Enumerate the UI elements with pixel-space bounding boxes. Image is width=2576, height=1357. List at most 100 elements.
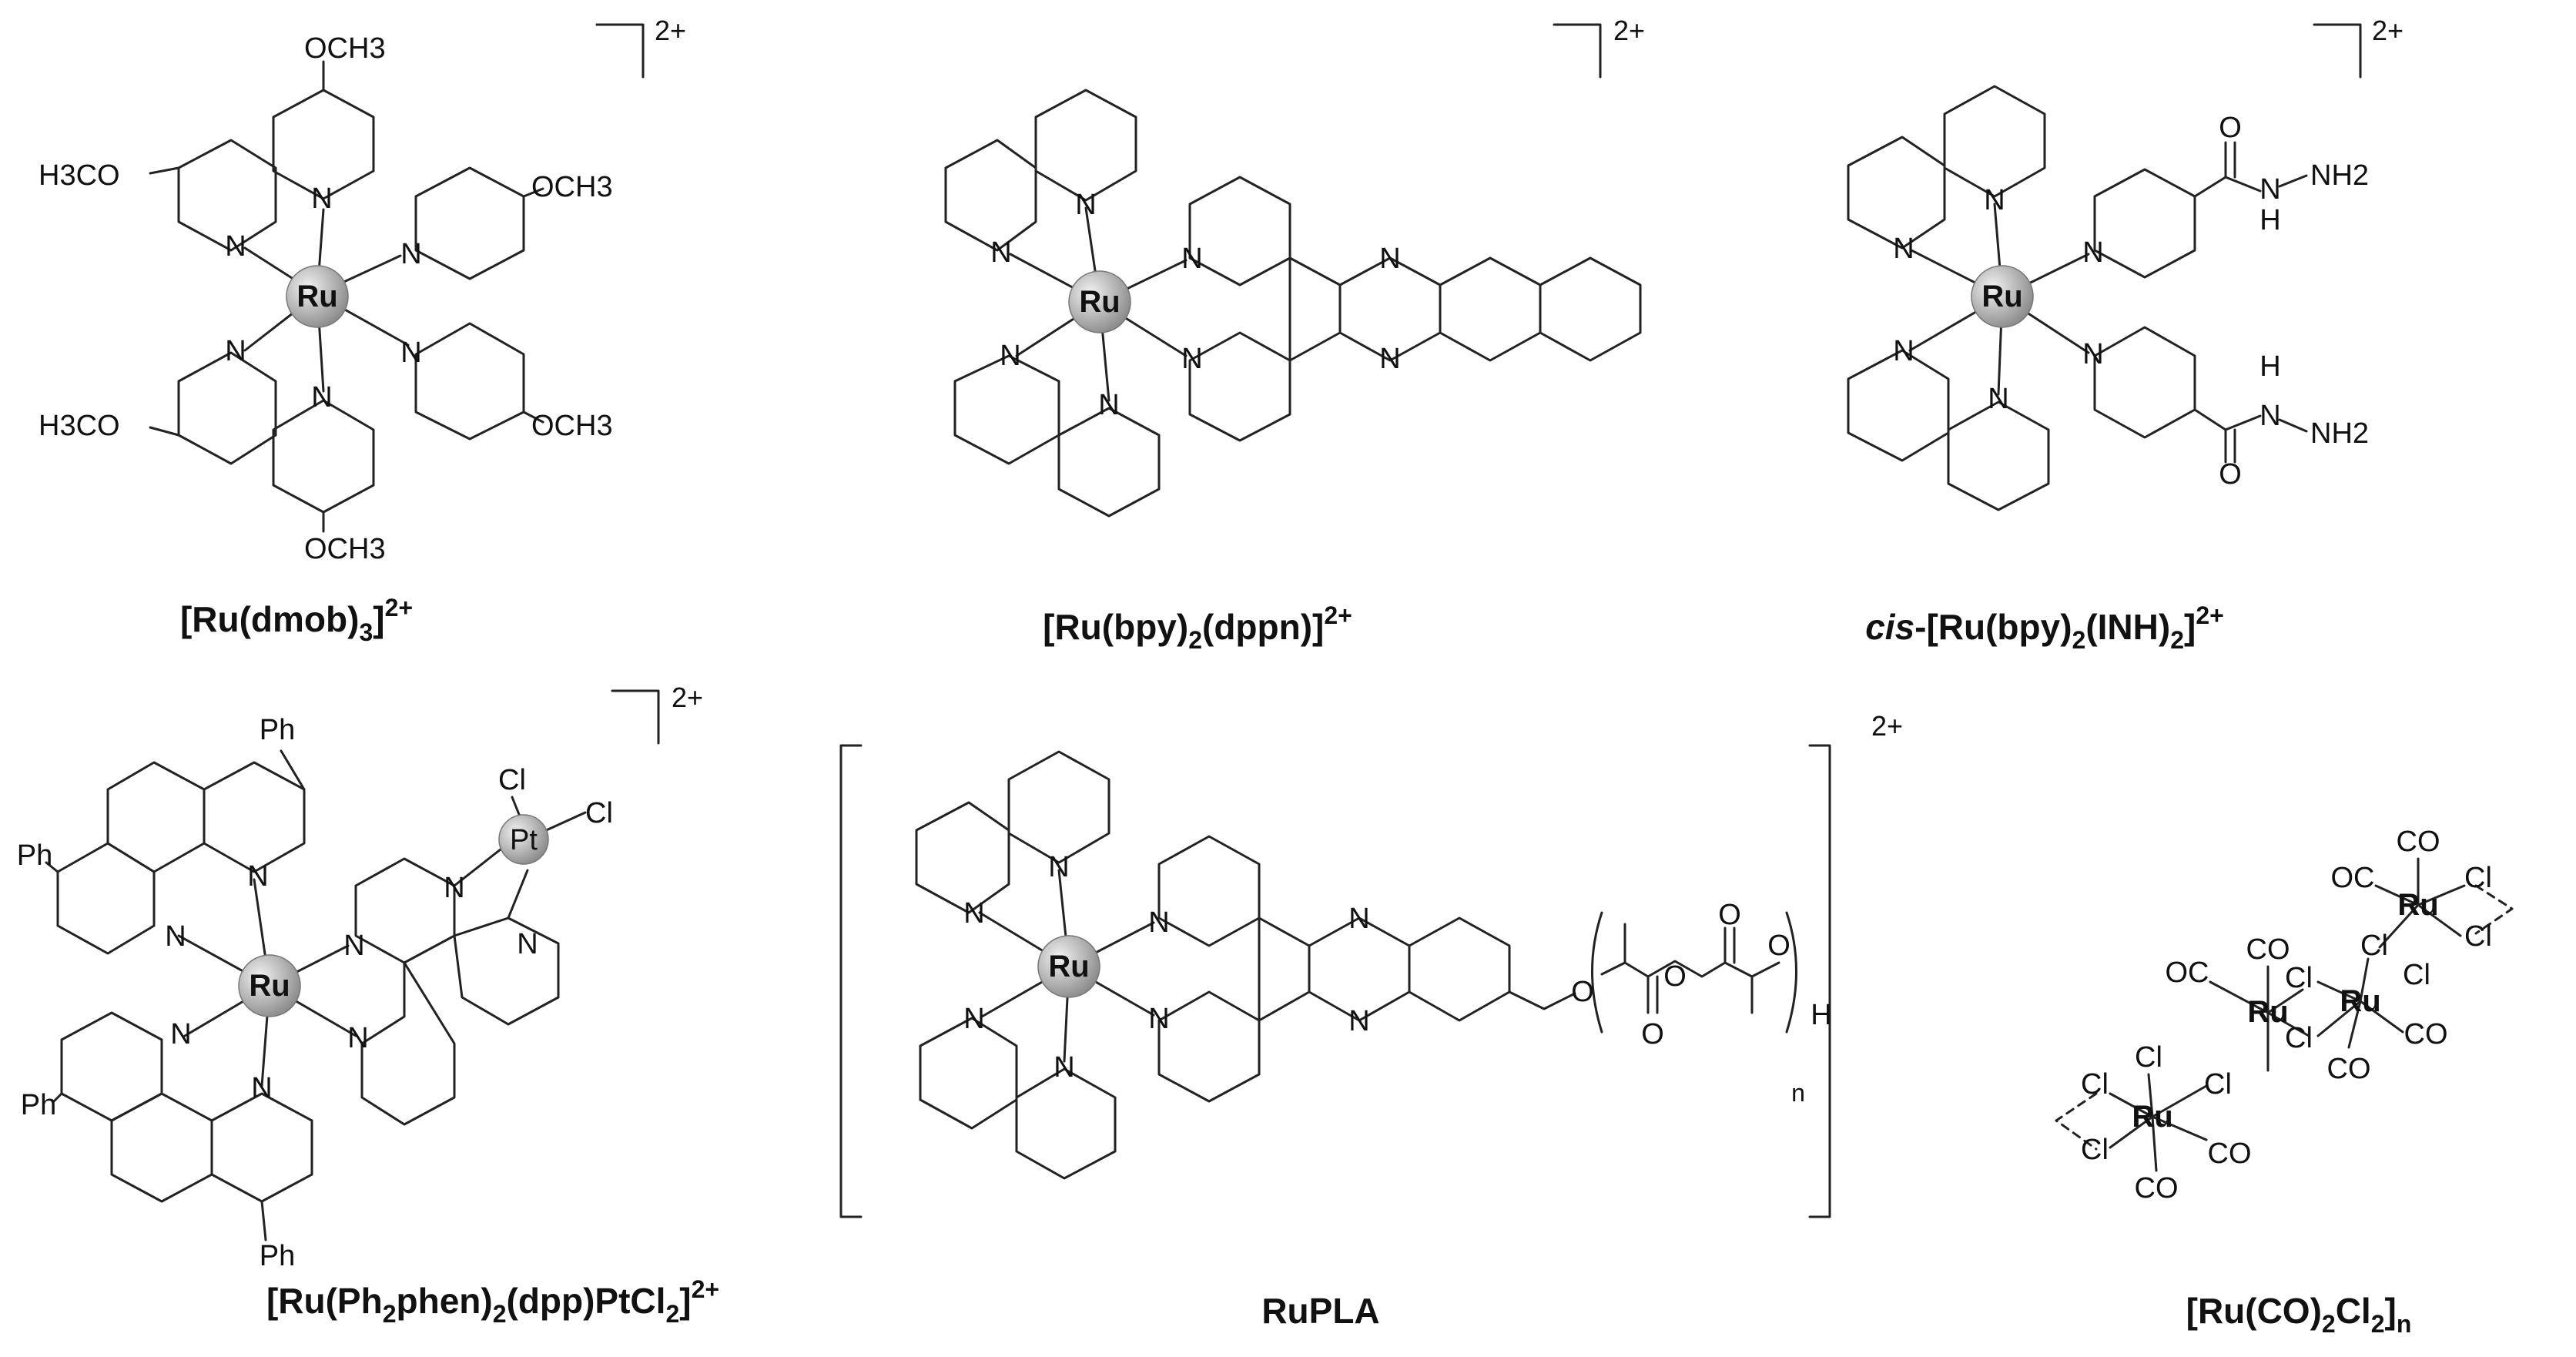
metal-label-ru: Ru: [2132, 1100, 2172, 1134]
name-superscript: 2+: [385, 594, 413, 622]
carbonyl-label: CO: [2208, 1138, 2252, 1170]
chloride-label: Cl: [585, 797, 613, 829]
name-subscript: 2: [1188, 626, 1202, 654]
atom-o: O: [1767, 930, 1790, 962]
atom-n: N: [1348, 903, 1369, 935]
atom-o: O: [2219, 458, 2242, 491]
phenyl-label: Ph: [260, 714, 295, 746]
name-part: ]: [373, 599, 384, 639]
chloride-label: Cl: [2285, 1022, 2313, 1054]
name-part: Cl: [2336, 1291, 2371, 1331]
name-subscript: 2: [493, 1300, 507, 1328]
atom-n: N: [2082, 338, 2103, 370]
atom-n: N: [2082, 236, 2103, 269]
atom-n: N: [1054, 1051, 1074, 1084]
atom-o: O: [1663, 960, 1687, 993]
carbonyl-label: OC: [2331, 862, 2375, 894]
atom-o: O: [1571, 976, 1594, 1008]
atom-n: N: [1893, 335, 1914, 367]
atom-n: N: [1181, 343, 1202, 375]
chloride-label: Cl: [2204, 1068, 2232, 1101]
structure-ru-dmob3: [149, 60, 544, 533]
atom-n: N: [170, 1018, 191, 1050]
chloride-label: Cl: [2285, 962, 2313, 994]
carbonyl-label: CO: [2135, 1172, 2179, 1205]
atom-n: N: [225, 230, 246, 263]
name-subscript: 2: [2170, 626, 2184, 654]
name-part: [Ru(CO): [2186, 1291, 2322, 1331]
chloride-label: Cl: [2081, 1068, 2109, 1101]
atom-n: N: [251, 1072, 272, 1104]
name-part: phen): [397, 1281, 493, 1321]
compound-name-ru-bpy2-dppn: [Ru(bpy)2(dppn)]2+: [1043, 601, 1352, 654]
atom-n: N: [1348, 1005, 1369, 1037]
phenyl-label: Ph: [21, 1089, 56, 1121]
atom-h: H: [2259, 350, 2280, 383]
phenyl-label: Ph: [260, 1240, 295, 1272]
name-subscript: 2: [2371, 1310, 2385, 1338]
hydrazide-nh2-label: NH2: [2310, 159, 2369, 192]
atom-n: N: [1893, 233, 1914, 265]
chloride-label: Cl: [2464, 920, 2492, 953]
chloride-label: Cl: [498, 764, 526, 796]
methoxy-label: H3CO: [39, 410, 120, 442]
methoxy-label: H3CO: [39, 159, 120, 192]
charge-label: 2+: [672, 682, 703, 713]
atom-n: N: [225, 335, 246, 367]
atom-n: N: [963, 897, 984, 930]
atom-h: H: [1811, 999, 1831, 1031]
phenyl-label: Ph: [17, 839, 52, 872]
atom-n: N: [347, 1022, 368, 1054]
name-part: -[Ru(bpy): [1914, 607, 2072, 647]
compound-name-ru-co2cl2-n: [Ru(CO)2Cl2]n: [2186, 1291, 2412, 1338]
name-subscript: 2: [2072, 626, 2086, 654]
name-part: [Ru(dmob): [180, 599, 359, 639]
carbonyl-label: CO: [2404, 1018, 2448, 1050]
charge-label: 2+: [1613, 15, 1645, 46]
atom-o: O: [2219, 112, 2242, 144]
atom-n: N: [1148, 906, 1169, 939]
atom-h: H: [2259, 204, 2280, 236]
atom-n: N: [1379, 343, 1400, 375]
name-superscript: 2+: [1324, 601, 1352, 629]
methoxy-label: OCH3: [531, 410, 613, 442]
atom-n: N: [1988, 383, 2008, 415]
chloride-label: Cl: [2081, 1134, 2109, 1166]
charge-bracket: [611, 689, 660, 745]
charge-label: 2+: [655, 15, 686, 46]
repeat-index-n: n: [1791, 1079, 1805, 1107]
chloride-label: Cl: [2464, 862, 2492, 894]
charge-bracket: [2313, 23, 2362, 79]
carbonyl-label: CO: [2327, 1053, 2371, 1085]
atom-n: N: [2259, 400, 2280, 432]
name-part: [Ru(Ph: [266, 1281, 383, 1321]
name-prefix-italic: cis: [1865, 607, 1914, 647]
charge-bracket: [595, 23, 645, 79]
methoxy-label: OCH3: [304, 533, 386, 565]
name-part: (dpp)PtCl: [507, 1281, 666, 1321]
atom-n: N: [517, 928, 538, 960]
name-part: ]: [2184, 607, 2196, 647]
name-subscript: 3: [359, 618, 373, 646]
atom-n: N: [444, 872, 464, 904]
charge-bracket: [1553, 23, 1602, 79]
name-part: ]: [679, 1281, 691, 1321]
metal-label-ru: Ru: [1981, 280, 2022, 313]
atom-n: N: [247, 860, 268, 893]
atom-n: N: [1379, 243, 1400, 275]
carbonyl-label: CO: [2246, 933, 2290, 966]
structure-ru-bpy2-inh2: [1847, 85, 2308, 511]
atom-n: N: [1000, 340, 1020, 372]
charge-label: 2+: [2372, 15, 2403, 46]
atom-n: N: [343, 930, 364, 962]
structure-ru-co2cl2-polymer: [2055, 857, 2514, 1172]
carbonyl-label: OC: [2166, 957, 2209, 989]
charge-label: 2+: [1871, 710, 1903, 742]
structure-ru-bpy2-dppn: [944, 89, 1642, 518]
atom-n: N: [1048, 851, 1069, 883]
structure-rupla: [839, 744, 1831, 1218]
chloride-label: Cl: [2135, 1041, 2162, 1074]
metal-label-ru: Ru: [296, 280, 337, 313]
atom-n: N: [400, 337, 421, 369]
